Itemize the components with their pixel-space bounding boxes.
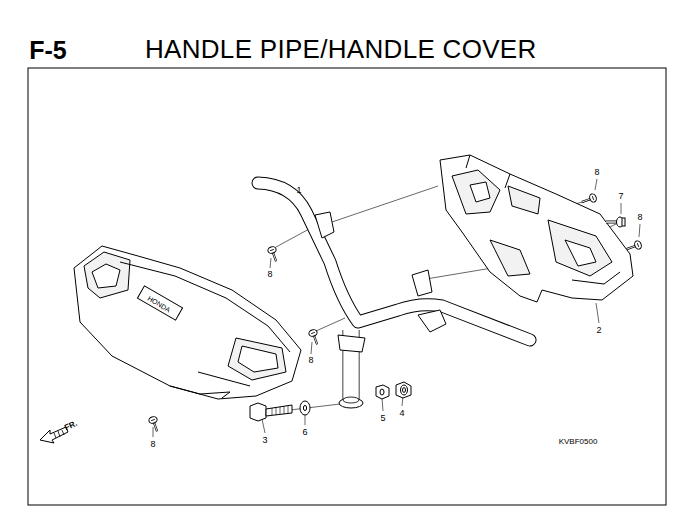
callout-number: 6	[302, 428, 307, 437]
callout-number: 3	[262, 436, 267, 445]
drawing-code: KVBF0500	[559, 438, 598, 446]
callout-number: 8	[594, 168, 599, 177]
callout-number: 8	[308, 356, 313, 365]
front-arrow	[40, 427, 68, 443]
callout-number: 8	[267, 270, 272, 279]
front-handle-cover	[74, 246, 301, 399]
screw	[148, 193, 642, 433]
direction-label: FR.	[63, 420, 78, 433]
figure-number: F-5	[29, 38, 67, 63]
diagram-title: HANDLE PIPE/HANDLE COVER	[145, 36, 537, 62]
bolt	[250, 403, 292, 421]
callout-number: 5	[380, 414, 385, 423]
callout-number: 2	[596, 326, 601, 335]
callout-number: 7	[618, 192, 623, 201]
callout-number: 8	[150, 440, 155, 449]
nut	[376, 382, 411, 399]
rear-handle-cover	[440, 155, 633, 302]
callout-number: 4	[399, 409, 404, 418]
callout-number: 8	[637, 213, 642, 222]
frame	[28, 68, 666, 505]
washer	[300, 401, 310, 415]
brand-mark: HONDA	[146, 294, 171, 313]
bolt	[606, 217, 625, 227]
callout-number: 1	[296, 186, 301, 195]
